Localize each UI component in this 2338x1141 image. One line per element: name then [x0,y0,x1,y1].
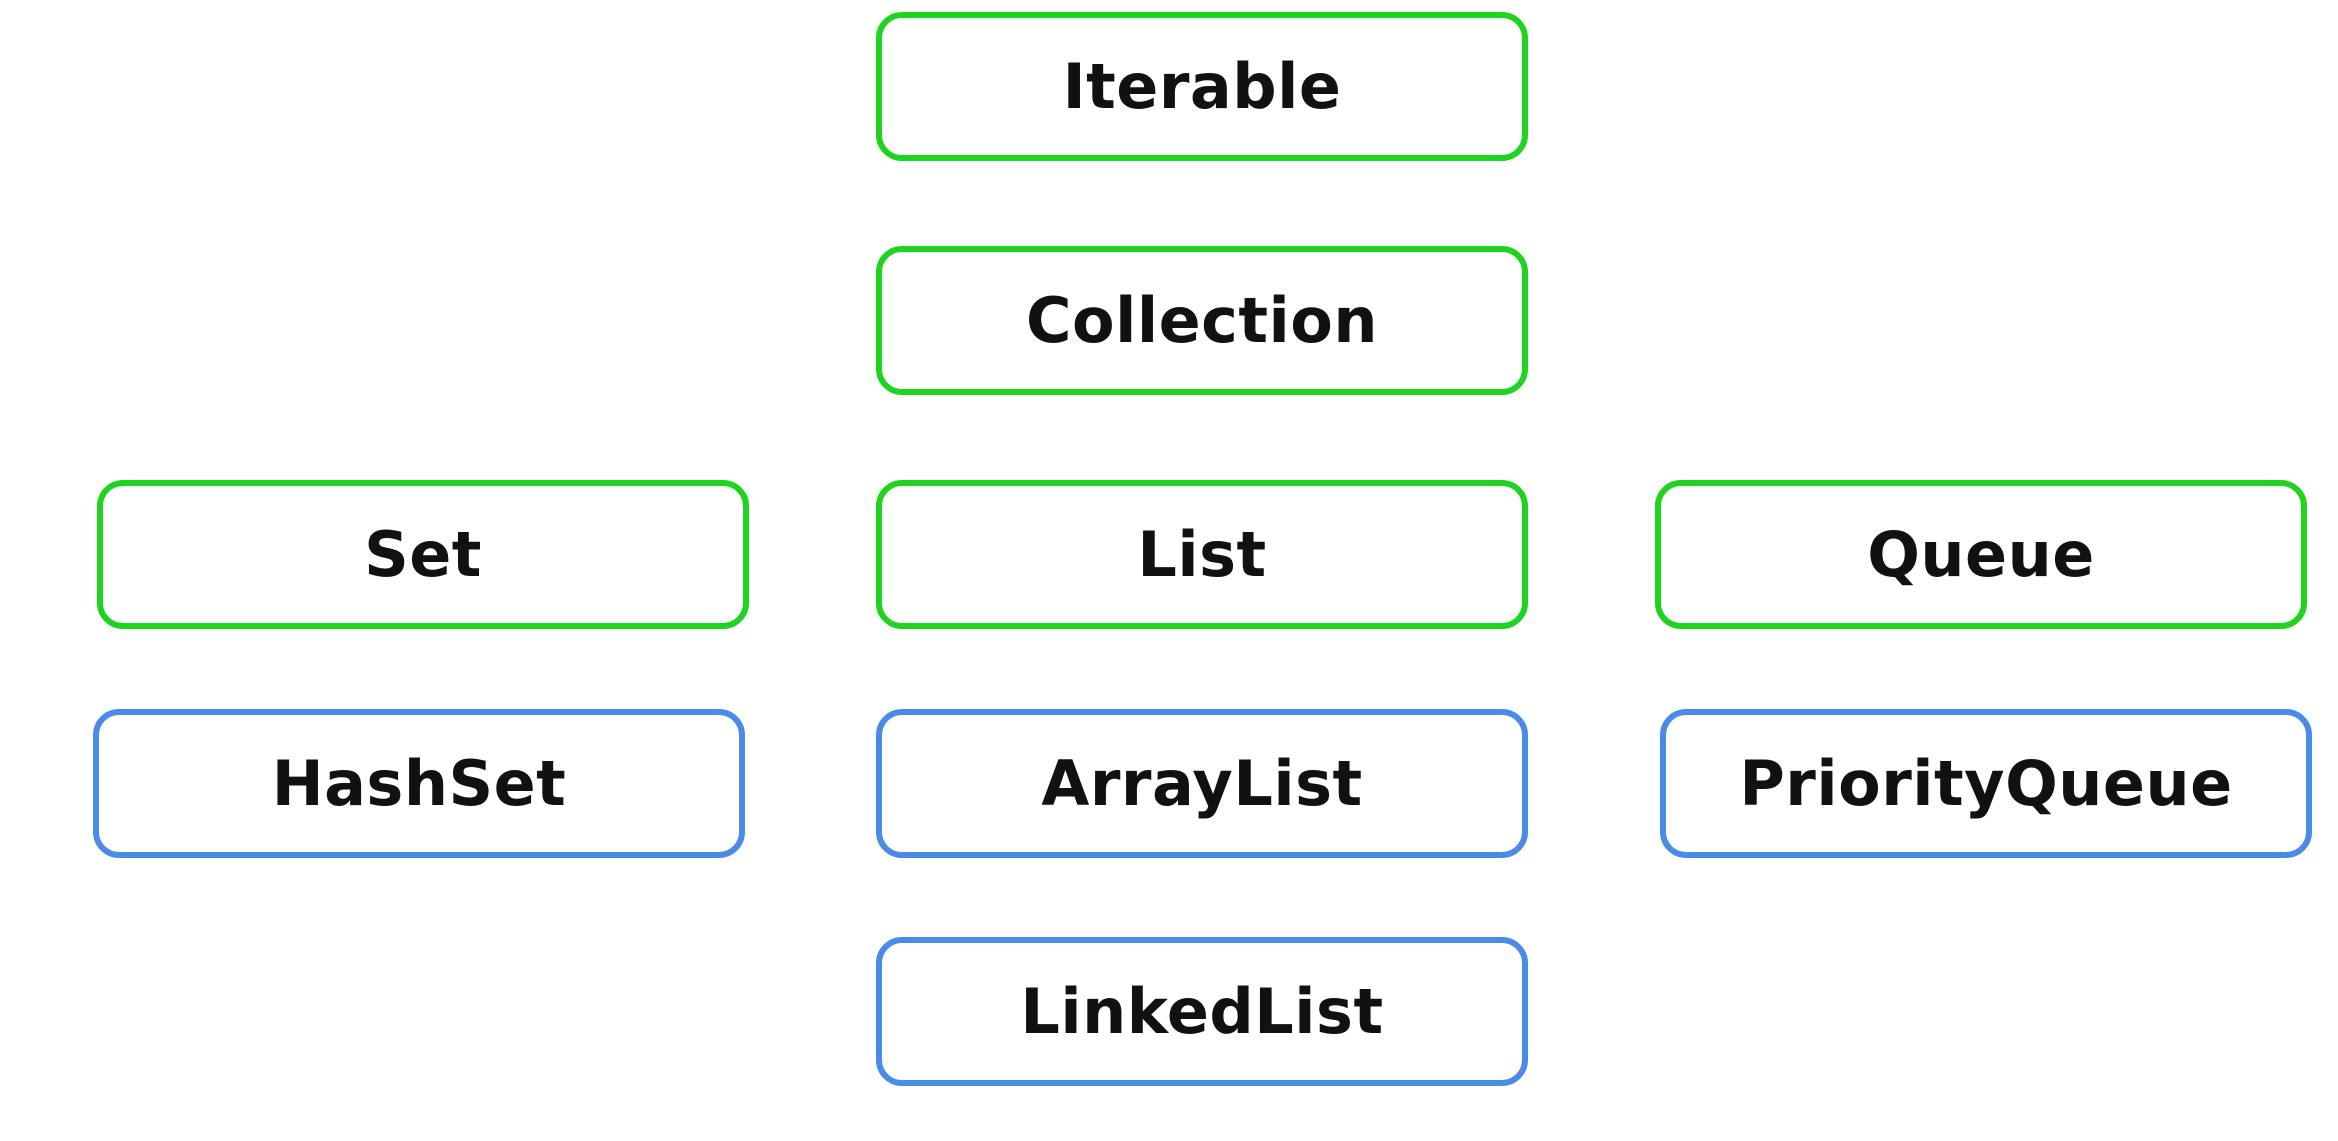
arraylist-node: ArrayList [876,709,1528,858]
set-node: Set [97,480,749,629]
queue-label: Queue [1867,518,2095,591]
linkedlist-label: LinkedList [1020,975,1384,1048]
collection-label: Collection [1025,284,1379,357]
arraylist-label: ArrayList [1041,747,1363,820]
list-label: List [1137,518,1267,591]
linkedlist-node: LinkedList [876,937,1528,1086]
queue-node: Queue [1655,480,2307,629]
list-node: List [876,480,1528,629]
iterable-node: Iterable [876,12,1528,161]
priorityqueue-node: PriorityQueue [1660,709,2312,858]
iterable-label: Iterable [1062,50,1342,123]
collection-node: Collection [876,246,1528,395]
hashset-node: HashSet [93,709,745,858]
priorityqueue-label: PriorityQueue [1739,747,2233,820]
hashset-label: HashSet [271,747,567,820]
set-label: Set [364,518,482,591]
